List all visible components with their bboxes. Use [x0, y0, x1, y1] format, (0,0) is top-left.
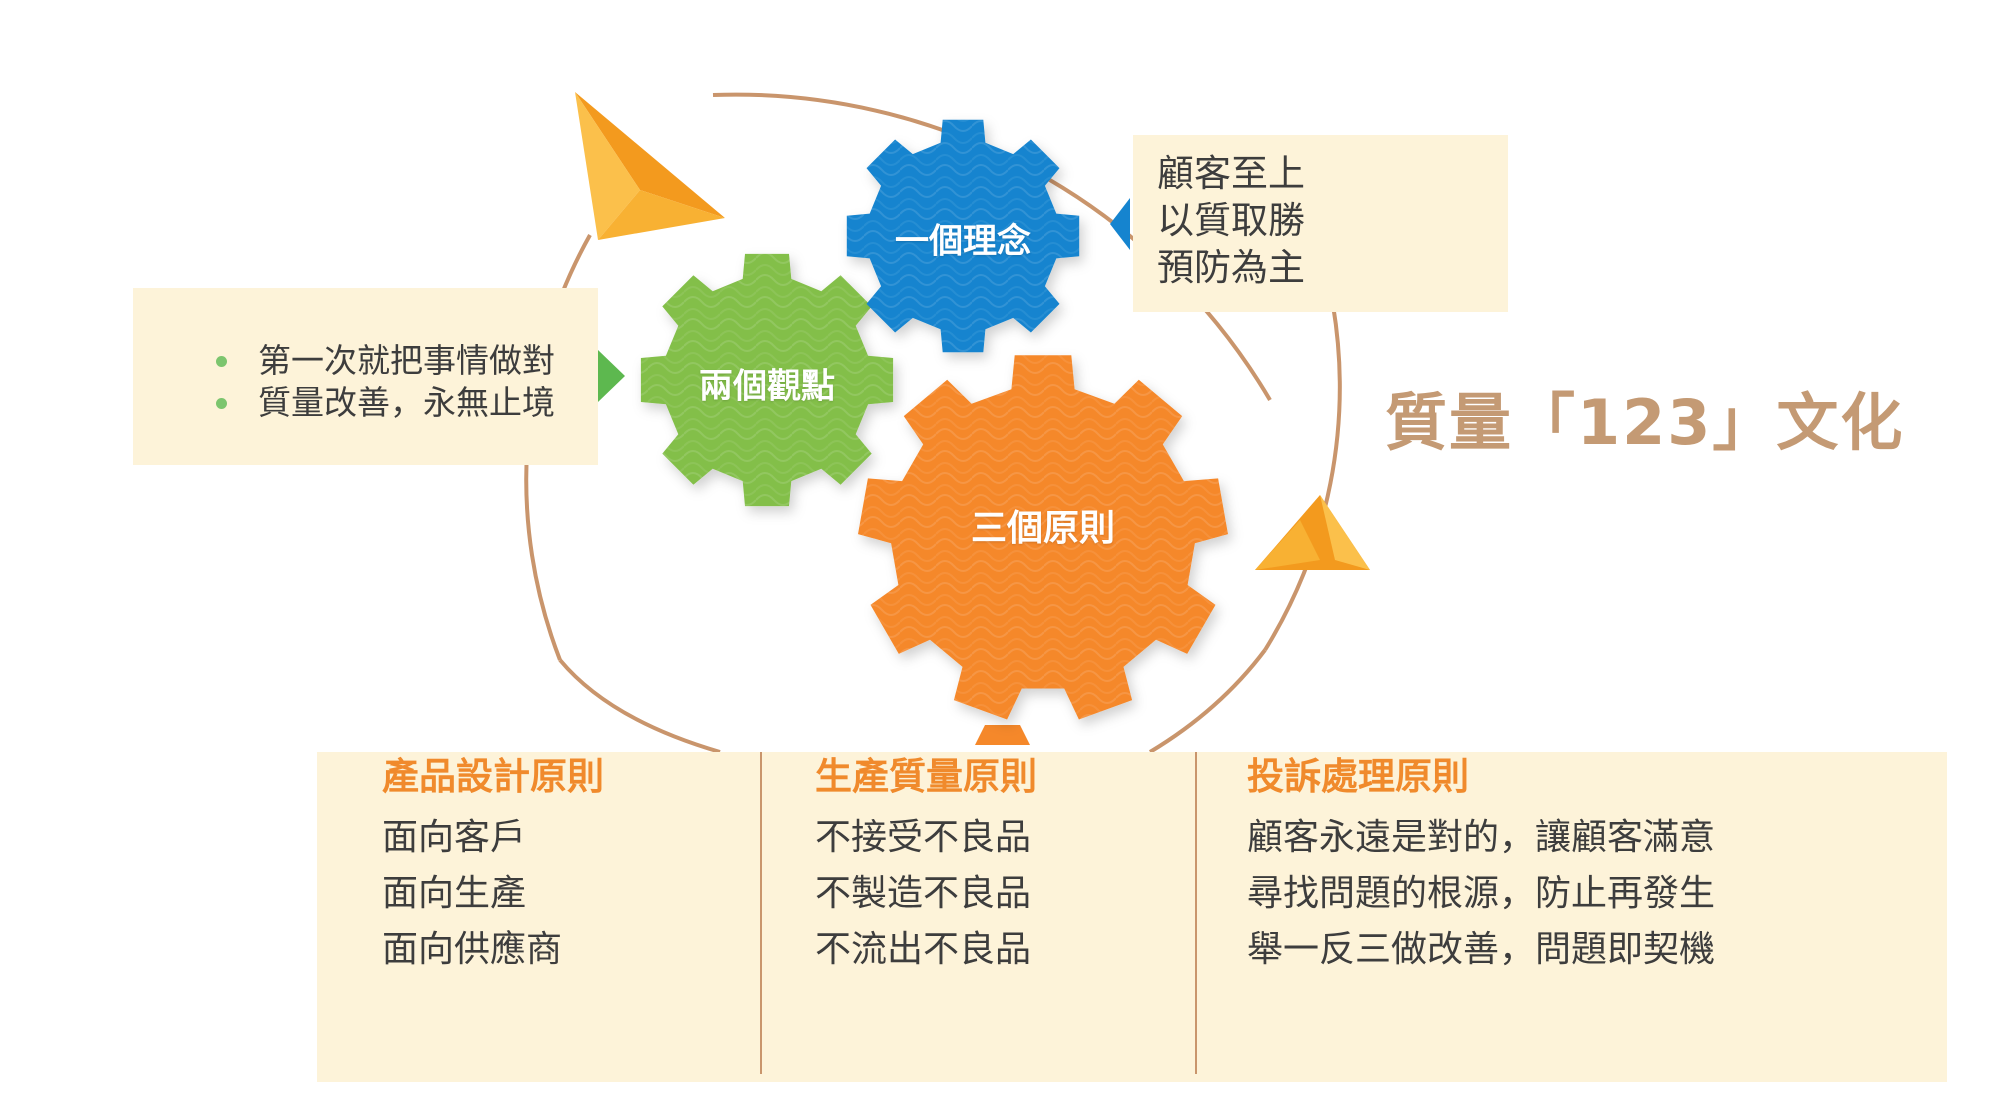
principle-column-design: 產品設計原則 面向客戶 面向生產 面向供應商: [382, 750, 802, 978]
gear-green-texture: [640, 253, 894, 507]
principle-item: 面向供應商: [382, 929, 563, 970]
concept-list: 顧客至上 以質取勝 預防為主: [1157, 150, 1305, 291]
concept-item: 以質取勝: [1157, 199, 1305, 242]
concept-item: 顧客至上: [1157, 152, 1305, 195]
principles-divider: [760, 752, 762, 1074]
view-item: 第一次就把事情做對: [210, 340, 555, 382]
page-title: 質量「123」文化: [1385, 386, 1905, 459]
principles-divider: [1195, 752, 1197, 1074]
principle-heading: 產品設計原則: [382, 755, 604, 798]
principle-item: 尋找問題的根源，防止再發生: [1247, 873, 1716, 914]
gear-blue-texture: [846, 119, 1080, 353]
paper-plane-right: [1255, 495, 1370, 570]
gear-one-concept: [846, 119, 1080, 353]
principle-heading: 投訴處理原則: [1247, 755, 1469, 798]
gear-two-views: [640, 253, 894, 507]
concept-connector: [1110, 198, 1130, 250]
gear-label-one-concept: 一個理念: [895, 221, 1031, 262]
view-item: 質量改善，永無止境: [210, 382, 555, 424]
principle-item: 不製造不良品: [815, 873, 1032, 914]
principle-item: 顧客永遠是對的，讓顧客滿意: [1247, 817, 1716, 858]
principle-item: 不接受不良品: [815, 817, 1032, 858]
principle-column-production: 生產質量原則 不接受不良品 不製造不良品 不流出不良品: [815, 750, 1235, 978]
view-connector: [598, 350, 625, 402]
gear-three-principles: [858, 355, 1228, 720]
principle-column-complaint: 投訴處理原則 顧客永遠是對的，讓顧客滿意 尋找問題的根源，防止再發生 舉一反三做…: [1247, 750, 1807, 978]
principle-item: 面向生產: [382, 873, 527, 914]
gear-label-two-views: 兩個觀點: [699, 366, 835, 407]
surrounding-circle-arc-bottom-right: [1148, 648, 1267, 754]
surrounding-circle-arc-right: [1263, 304, 1342, 652]
principle-item: 面向客戶: [382, 817, 527, 858]
concept-box: [1133, 135, 1508, 312]
principle-connector: [975, 725, 1030, 745]
principle-item: 不流出不良品: [815, 929, 1032, 970]
principle-item: 舉一反三做改善，問題即契機: [1247, 929, 1716, 970]
concept-item: 預防為主: [1157, 246, 1305, 289]
surrounding-circle-arc-bottom-left: [558, 658, 721, 754]
paper-plane-top-left: [575, 92, 725, 240]
gear-orange-texture: [858, 355, 1228, 720]
principle-heading: 生產質量原則: [815, 755, 1037, 798]
view-list: 第一次就把事情做對 質量改善，永無止境: [210, 340, 555, 424]
view-box: [133, 288, 598, 465]
principles-box: [317, 752, 1947, 1082]
gear-label-three-principles: 三個原則: [970, 508, 1116, 549]
